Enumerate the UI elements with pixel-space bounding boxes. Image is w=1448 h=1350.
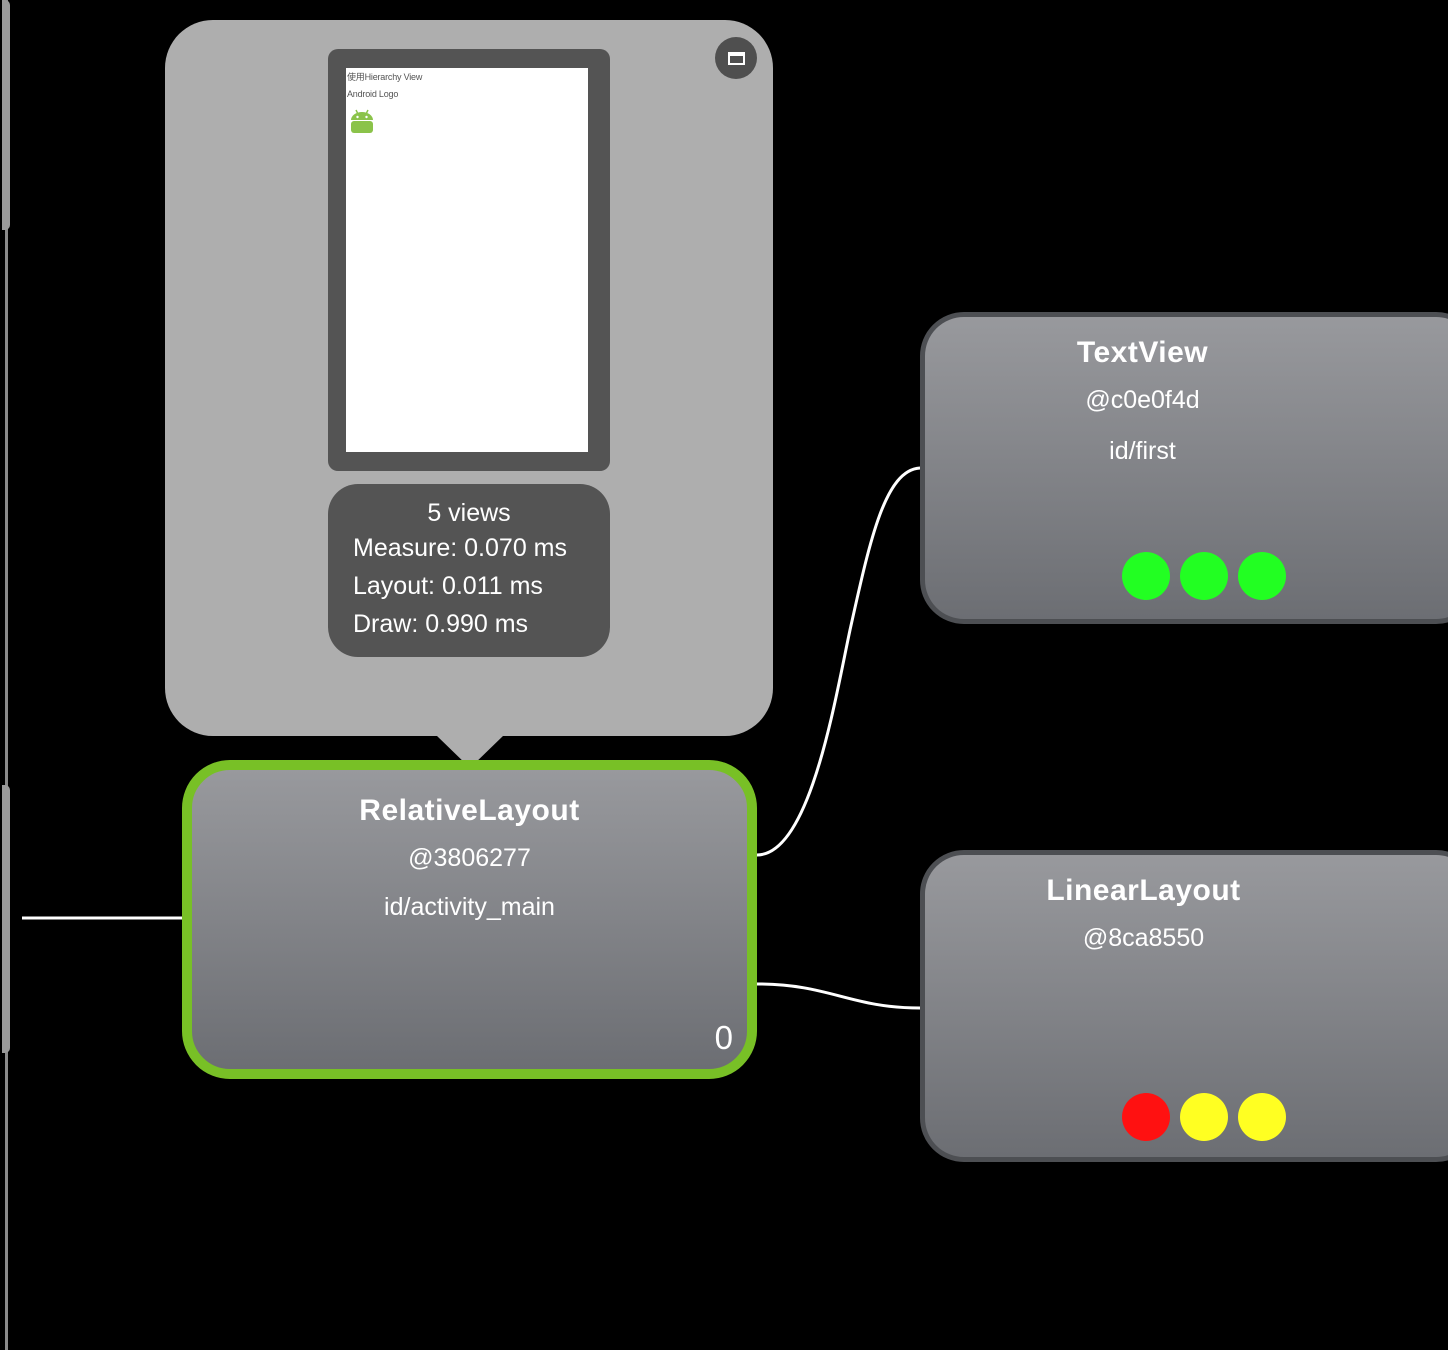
- preview-text-line-1: 使用Hierarchy View: [347, 72, 423, 82]
- draw-indicator-dot: [1238, 1093, 1286, 1141]
- layout-time: Layout: 0.011 ms: [353, 572, 543, 600]
- left-node-edge-top[interactable]: [2, 0, 10, 230]
- node-class-name: LinearLayout: [1046, 874, 1241, 907]
- node-preview-popup: 使用Hierarchy View Android Logo 5 views Me…: [165, 20, 773, 736]
- draw-indicator-dot: [1238, 552, 1286, 600]
- connector-relativelayout-to-textview: [756, 466, 921, 857]
- node-view-id: id/activity_main: [384, 893, 555, 921]
- maximize-button[interactable]: [715, 37, 757, 79]
- performance-indicators: [1122, 552, 1286, 600]
- draw-time: Draw: 0.990 ms: [353, 610, 529, 638]
- maximize-icon: [727, 51, 745, 65]
- connector-relativelayout-to-linearlayout: [756, 982, 921, 1010]
- render-stats-box: 5 views Measure: 0.070 ms Layout: 0.011 …: [328, 484, 610, 657]
- left-panel-edge: [0, 0, 10, 1350]
- node-class-name: TextView: [1076, 336, 1209, 369]
- node-class-name: RelativeLayout: [359, 794, 580, 827]
- android-logo-icon: [351, 109, 373, 133]
- measure-time: Measure: 0.070 ms: [353, 534, 567, 562]
- node-view-id: id/first: [1109, 437, 1176, 465]
- measure-indicator-dot: [1122, 552, 1170, 600]
- node-hash: @8ca8550: [1082, 924, 1205, 952]
- node-linearlayout[interactable]: LinearLayout @8ca8550: [920, 850, 1448, 1162]
- left-node-edge-middle[interactable]: [2, 785, 10, 1053]
- layout-indicator-dot: [1180, 1093, 1228, 1141]
- preview-text-line-2: Android Logo: [347, 89, 399, 99]
- view-count: 5 views: [427, 499, 511, 527]
- node-index: 0: [714, 1019, 733, 1056]
- node-textview[interactable]: TextView @c0e0f4d id/first: [920, 312, 1448, 624]
- node-hash: @c0e0f4d: [1085, 386, 1200, 414]
- device-preview-frame: 使用Hierarchy View Android Logo: [328, 49, 610, 471]
- performance-indicators: [1122, 1093, 1286, 1141]
- device-preview-screen: 使用Hierarchy View Android Logo: [346, 68, 588, 452]
- measure-indicator-dot: [1122, 1093, 1170, 1141]
- left-rail: [5, 0, 8, 1350]
- node-relativelayout[interactable]: RelativeLayout @3806277 id/activity_main…: [182, 760, 757, 1079]
- node-hash: @3806277: [408, 844, 531, 872]
- layout-indicator-dot: [1180, 552, 1228, 600]
